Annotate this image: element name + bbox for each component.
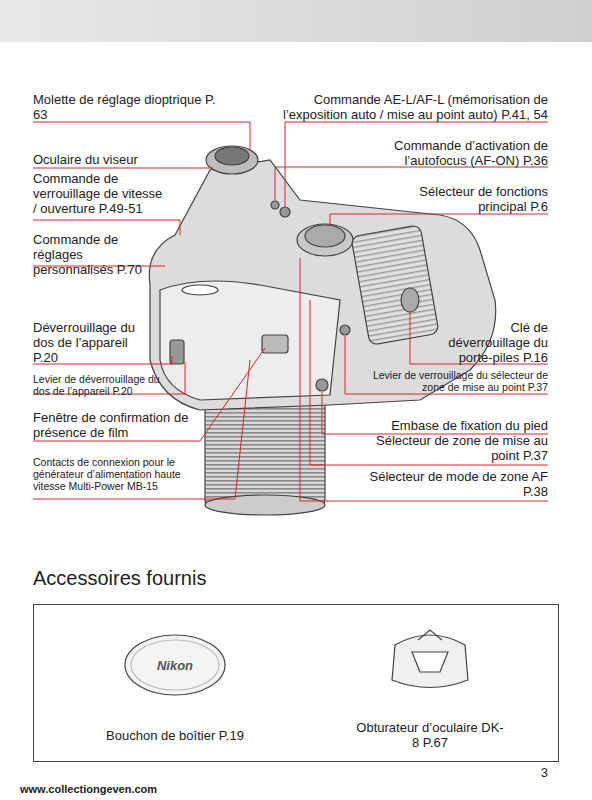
part-label: Commande AE-L/AF-L (mémorisation de l’ex…: [273, 92, 548, 122]
accessory-label: Obturateur d’oculaire DK-8 P.67: [355, 720, 505, 750]
part-label: Oculaire du viseur: [33, 152, 233, 167]
part-label: Sélecteur de fonctions principal P.6: [388, 184, 548, 214]
page-number: 3: [518, 765, 548, 780]
part-label: Déverrouillage du dos de l’appareil P.20: [33, 320, 148, 365]
part-label: Molette de réglage dioptrique P. 63: [33, 92, 233, 122]
part-label: Levier de verrouillage du sélecteur de z…: [358, 369, 548, 393]
part-label: Fenêtre de confirmation de présence de f…: [33, 410, 193, 440]
part-label: Commande de verrouillage de vitesse / ou…: [33, 171, 163, 216]
part-label: Commande d’activation de l’autofocus (AF…: [363, 138, 548, 168]
part-label: Sélecteur de zone de mise au point P.37: [368, 433, 548, 463]
logo-text: Nikon: [135, 658, 215, 673]
camera: [149, 146, 495, 515]
accessory-label: Bouchon de boîtier P.19: [100, 728, 250, 743]
part-label: Embase de fixation du pied: [348, 418, 548, 433]
part-label: Clé de déverrouillage du porte-piles P.1…: [433, 320, 548, 365]
part-label: Levier de déverrouillage du dos de l’app…: [33, 373, 173, 397]
watermark: www.collectiongeven.com: [20, 783, 220, 795]
part-label: Commande de réglages personnalisés P.70: [33, 232, 163, 277]
accessories: [125, 630, 468, 695]
section-heading: Accessoires fournis: [33, 566, 559, 590]
part-label: Contacts de connexion pour le générateur…: [33, 456, 208, 492]
header-band: [0, 0, 592, 42]
leader-lines: [33, 122, 548, 501]
part-label: Sélecteur de mode de zone AF P.38: [368, 469, 548, 499]
